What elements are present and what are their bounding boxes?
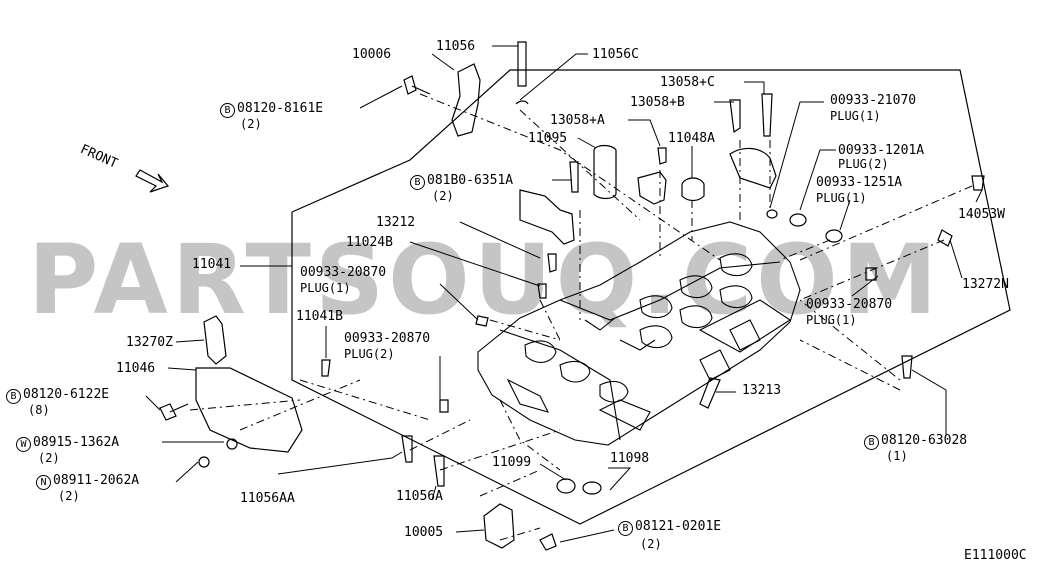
part-number: 08120-8161E [237,101,324,116]
cylinder-head-body [477,221,801,446]
qty-08120-8161e: (2) [240,117,262,131]
bracket-10006 [451,63,481,137]
plug-00933-20870-a: PLUG(1) [300,281,351,295]
cap-11048a [681,177,705,202]
label-11099: 11099 [492,455,532,470]
plug-00933-21070: PLUG(1) [830,109,881,123]
label-11095: 11095 [528,131,568,146]
cam-bracket-right [729,147,777,189]
label-13213: 13213 [742,383,782,398]
part-number: 08911-2062A [53,473,140,488]
plug-00933-1251a: PLUG(1) [816,191,867,205]
diagram-code: E111000C [964,548,1027,563]
label-00933-20870-c: 00933-20870 [344,331,431,346]
plug-00933-20870-c: PLUG(2) [344,347,395,361]
label-11056c: 11056C [592,47,639,62]
qty-08121-0201e: (2) [640,537,662,551]
bolt-symbol-b: B [220,103,235,118]
label-13058a: 13058+A [550,113,605,128]
watermark: PARTSOUQ.COM [28,224,942,336]
label-11056aa: 11056AA [240,491,295,506]
assembly-outline [291,69,1011,525]
qty-08120-63028: (1) [886,449,908,463]
label-00933-20870-a: 00933-20870 [300,265,387,280]
bolt-symbol-b: B [410,175,425,190]
bolt-symbol-b: B [864,435,879,450]
sealant-tube-13270z [203,315,227,365]
cylinder-11095 [593,144,617,200]
label-00933-21070: 00933-21070 [830,93,917,108]
label-11048a: 11048A [668,131,715,146]
plug-00933-1201a: PLUG(2) [838,157,889,171]
label-11024b: 11024B [346,235,393,250]
part-number: 08120-63028 [881,433,968,448]
label-11056: 11056 [436,39,476,54]
qty-08915-1362a: (2) [38,451,60,465]
part-number: 08121-0201E [635,519,722,534]
label-13058b: 13058+B [630,95,685,110]
bolt-symbol-b: B [618,521,633,536]
label-13272n: 13272N [962,277,1009,292]
qty-081b0-6351a: (2) [432,189,454,203]
label-00933-20870-b: 00933-20870 [806,297,893,312]
label-00933-1201a: 00933-1201A [838,143,925,158]
label-11098: 11098 [610,451,650,466]
bolt-symbol-b: B [6,389,21,404]
part-number: 08915-1362A [33,435,120,450]
label-14053w: 14053W [958,207,1005,222]
washer-symbol-w: W [16,437,31,452]
label-10005: 10005 [404,525,444,540]
nut-symbol-n: N [36,475,51,490]
label-10006: 10006 [352,47,392,62]
label-11041: 11041 [192,257,232,272]
label-11056a: 11056A [396,489,443,504]
gasket-cover-11046 [195,367,303,453]
label-00933-1251a: 00933-1251A [816,175,903,190]
part-number: 081B0-6351A [427,173,514,188]
label-11041b: 11041B [296,309,343,324]
cam-bracket-left [519,189,575,245]
label-13212: 13212 [376,215,416,230]
bracket-10005 [483,503,515,549]
qty-08120-6122e: (8) [28,403,50,417]
cam-bracket-small [637,171,667,205]
label-13058c: 13058+C [660,75,715,90]
plug-00933-20870-b: PLUG(1) [806,313,857,327]
label-13270z: 13270Z [126,335,173,350]
qty-08911-2062a: (2) [58,489,80,503]
front-arrow [135,169,170,193]
label-11046: 11046 [116,361,156,376]
part-number: 08120-6122E [23,387,110,402]
